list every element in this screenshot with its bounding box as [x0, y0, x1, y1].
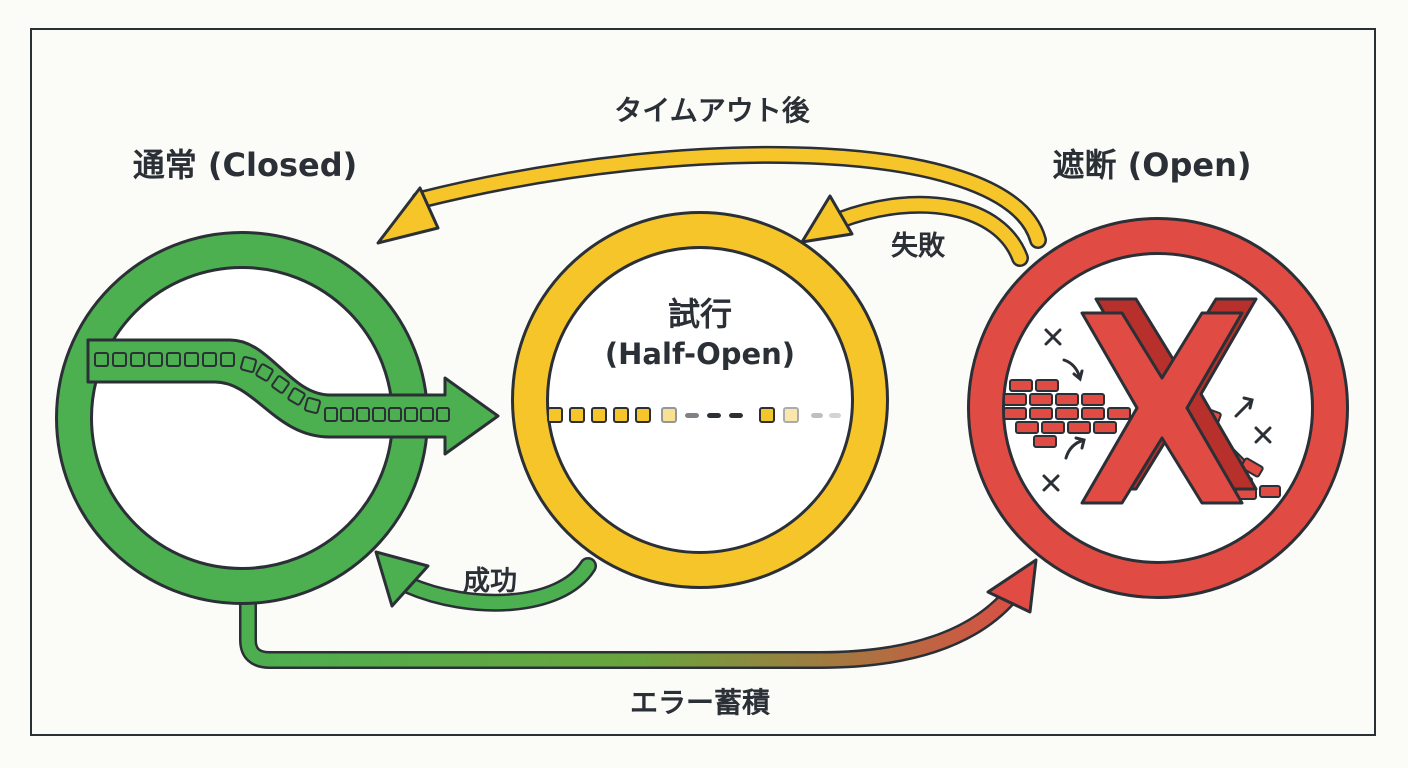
- trial-dash: [829, 413, 841, 418]
- flow-packet: [388, 407, 402, 422]
- success-label: 成功: [463, 566, 517, 597]
- closed-packets: [94, 352, 450, 422]
- flow-packet: [184, 352, 199, 367]
- diagram-frame: [30, 28, 1376, 736]
- flow-packet: [404, 407, 418, 422]
- wall-brick: [1055, 407, 1079, 420]
- trial-dash: [685, 413, 699, 418]
- flow-packet: [166, 352, 181, 367]
- flow-packet: [220, 352, 235, 367]
- fallen-brick: [1259, 485, 1281, 498]
- trial-packet: [759, 407, 775, 423]
- trial-packet: [613, 407, 629, 423]
- wall-brick: [1029, 407, 1053, 420]
- wall-brick: [1093, 421, 1117, 434]
- wall-brick: [1003, 393, 1027, 406]
- success-arrow: [374, 550, 597, 612]
- blocked-x-icon: [1080, 297, 1258, 505]
- wall-brick: [1067, 421, 1091, 434]
- flow-packet: [340, 407, 354, 422]
- open-state-label: 遮断 (Open): [1053, 146, 1252, 184]
- wall-brick: [1055, 393, 1079, 406]
- wall-brick: [1081, 407, 1105, 420]
- trial-dash: [707, 413, 721, 418]
- flow-packet: [148, 352, 163, 367]
- wall-brick: [1009, 379, 1033, 392]
- timeout-arrow: [376, 145, 1047, 249]
- flow-packet: [420, 407, 434, 422]
- half-open-packets: [547, 407, 841, 423]
- closed-state: [55, 231, 500, 605]
- wall-brick: [1035, 379, 1059, 392]
- trial-packet: [569, 407, 585, 423]
- wall-brick: [1029, 393, 1053, 406]
- flow-packet: [303, 396, 322, 415]
- flow-packet: [372, 407, 386, 422]
- flow-packet: [287, 387, 306, 406]
- flow-packet: [130, 352, 145, 367]
- error-accumulation-label: エラー蓄積: [630, 686, 770, 719]
- scatter-marks: [1042, 328, 1272, 492]
- failure-arrow: [800, 194, 1029, 267]
- flow-packet: [324, 407, 338, 422]
- half-open-state: 試行 (Half-Open): [511, 211, 889, 589]
- trial-dash: [729, 413, 743, 418]
- wall-brick: [1081, 393, 1105, 406]
- flow-packet: [356, 407, 370, 422]
- trial-dash: [811, 413, 823, 418]
- closed-state-label: 通常 (Closed): [133, 146, 358, 184]
- wall-brick: [1033, 435, 1057, 448]
- trial-packet: [547, 407, 563, 423]
- trial-packet: [591, 407, 607, 423]
- wall-brick: [1107, 407, 1131, 420]
- timeout-label: タイムアウト後: [614, 94, 810, 127]
- flow-packet: [94, 352, 109, 367]
- wall-brick: [1003, 407, 1027, 420]
- flow-packet: [255, 363, 274, 382]
- half-open-label-line2: (Half-Open): [605, 337, 795, 371]
- wall-brick: [1015, 421, 1039, 434]
- flow-packet: [239, 355, 258, 374]
- half-open-label-line1: 試行: [668, 295, 732, 333]
- fallen-brick: [1240, 457, 1264, 478]
- flow-packet: [436, 407, 450, 422]
- wall-brick: [1041, 421, 1065, 434]
- flow-packet: [271, 375, 290, 394]
- flow-packet: [202, 352, 217, 367]
- trial-packet: [783, 407, 799, 423]
- flow-packet: [112, 352, 127, 367]
- error-accumulation-arrow: [239, 558, 1038, 669]
- trial-packet: [635, 407, 651, 423]
- open-state: [967, 217, 1349, 599]
- trial-packet: [661, 407, 677, 423]
- closed-flow-channel: [86, 338, 500, 456]
- failure-label: 失敗: [891, 231, 946, 262]
